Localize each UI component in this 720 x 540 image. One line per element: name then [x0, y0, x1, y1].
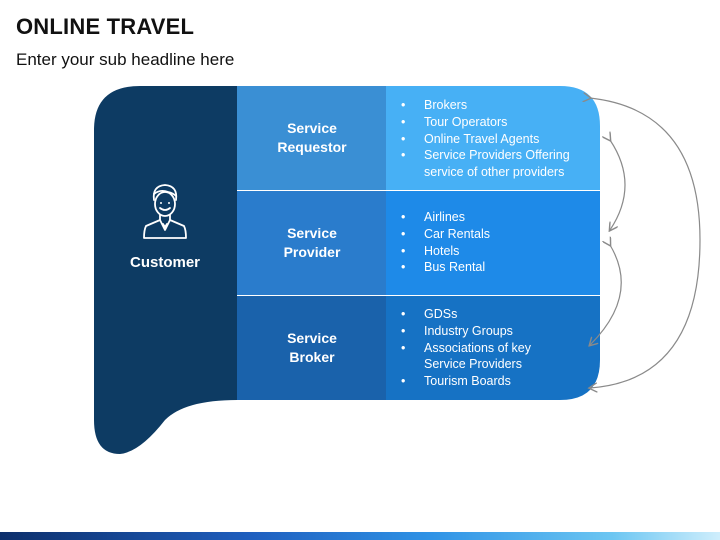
list-item: Bus Rental — [400, 259, 600, 276]
page-subtitle: Enter your sub headline here — [16, 50, 235, 69]
row1-title-line2: Requestor — [277, 139, 347, 155]
row3-title-line1: Service — [287, 330, 337, 346]
footer-bar — [0, 532, 720, 540]
broker-list: GDSs Industry Groups Associations of key… — [400, 306, 600, 390]
list-item: Tourism Boards — [400, 373, 600, 390]
list-item: Airlines — [400, 209, 600, 226]
page-title: ONLINE TRAVEL — [16, 14, 195, 39]
row-title-service-provider: Service Provider — [238, 191, 386, 295]
list-item: Industry Groups — [400, 323, 600, 340]
row3-title-line2: Broker — [289, 349, 335, 365]
connector-provider-broker — [590, 245, 622, 345]
list-item: GDSs — [400, 306, 600, 323]
list-item: Associations of key — [400, 340, 600, 357]
row2-left-cell — [237, 191, 386, 295]
list-item: Tour Operators — [400, 114, 600, 131]
connector-requestor-broker — [590, 98, 701, 388]
row1-left-cell — [237, 86, 386, 190]
list-item-continued: Service Providers — [424, 357, 522, 372]
list-item: Online Travel Agents — [400, 131, 600, 148]
row-title-service-broker: Service Broker — [238, 296, 386, 400]
row-title-service-requestor: Service Requestor — [238, 86, 386, 190]
row2-title-line1: Service — [287, 225, 337, 241]
list-item: Hotels — [400, 243, 600, 260]
row1-title-line1: Service — [287, 120, 337, 136]
connector-requestor-provider — [610, 140, 626, 230]
requestor-list: Brokers Tour Operators Online Travel Age… — [400, 97, 600, 181]
row3-left-cell — [237, 296, 386, 400]
customer-label: Customer — [129, 254, 200, 271]
row2-title-line2: Provider — [283, 244, 341, 260]
list-item: Brokers — [400, 97, 600, 114]
list-item: Service Providers Offering — [400, 147, 600, 164]
provider-list: Airlines Car Rentals Hotels Bus Rental — [400, 209, 600, 276]
person-icon — [143, 184, 187, 239]
list-item: Car Rentals — [400, 226, 600, 243]
list-item-continued: service of other providers — [424, 165, 565, 180]
